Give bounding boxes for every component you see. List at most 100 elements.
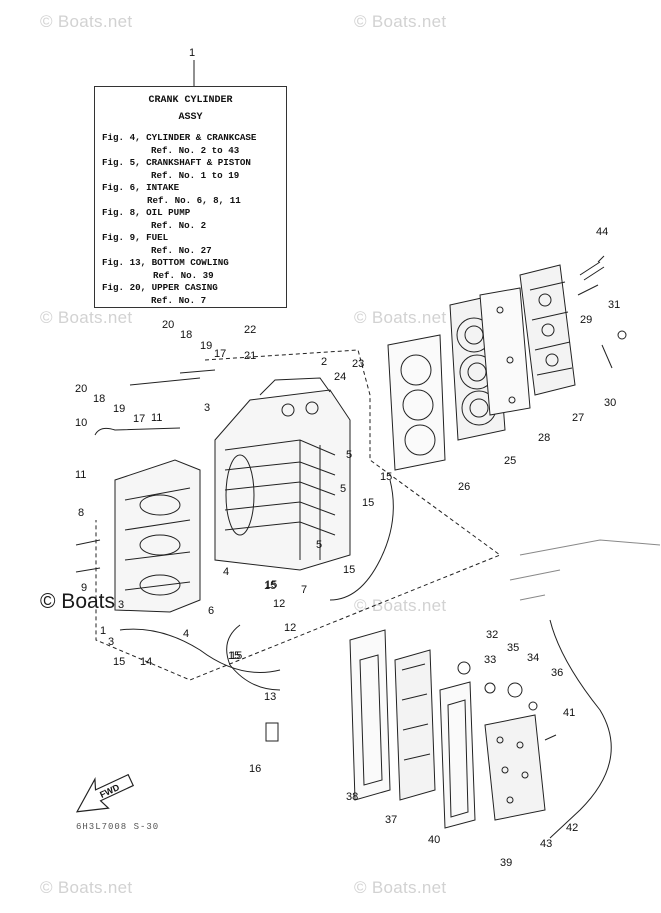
info-line: Ref. No. 2 <box>151 220 207 231</box>
callout-label: 4 <box>223 566 229 578</box>
callout-label: 43 <box>540 838 552 850</box>
exhaust-outer-cover <box>484 714 546 821</box>
cover-gasket <box>479 287 531 416</box>
info-title-line2: ASSY <box>178 112 203 123</box>
watermark: © Boats.net <box>354 596 447 615</box>
callout-label: 11 <box>151 412 162 424</box>
callout-label: 39 <box>500 857 512 869</box>
callout-label: 12 <box>284 622 296 634</box>
callout-label: 15 <box>362 497 374 509</box>
callout-label: 19 <box>113 403 125 415</box>
callout-label: 19 <box>200 340 212 352</box>
bolt <box>179 369 216 374</box>
hull-outline <box>509 539 661 601</box>
bolt <box>544 734 557 741</box>
hose <box>226 624 281 691</box>
callout-label: 42 <box>566 822 578 834</box>
crankcase-block <box>214 377 351 571</box>
callout-label: 36 <box>551 667 563 679</box>
head-cover <box>519 264 576 396</box>
watermark: © Boats.net <box>354 12 447 31</box>
info-title-line1: CRANK CYLINDER <box>148 95 233 106</box>
callout-label: 35 <box>507 642 519 654</box>
callout-label: 28 <box>538 432 550 444</box>
bushing-stack <box>265 722 279 742</box>
callout-label: 26 <box>458 481 470 493</box>
callout-label: 2 <box>321 356 327 368</box>
thermostat <box>507 682 523 698</box>
intake-cover <box>114 459 201 613</box>
callout-label: 44 <box>596 226 608 238</box>
callout-label: 38 <box>346 791 358 803</box>
spark-plug <box>579 255 605 281</box>
fwd-arrow: FWD <box>75 773 135 813</box>
hose <box>94 427 181 436</box>
callout-label: 6 <box>208 605 214 617</box>
drawing-code: 6H3L7008 S-30 <box>76 822 160 832</box>
callout-label: 17 <box>214 348 226 360</box>
callout-label: 31 <box>608 299 620 311</box>
assembly-outline <box>95 349 502 681</box>
bolt <box>129 377 201 386</box>
callout-label: 27 <box>572 412 584 424</box>
callout-label: 13 <box>264 691 276 703</box>
hose <box>329 479 394 601</box>
callout-label: 20 <box>75 383 87 395</box>
callout-label: 17 <box>133 413 145 425</box>
info-line: Ref. No. 27 <box>151 245 212 256</box>
head-gasket <box>387 334 446 471</box>
info-line: Fig. 6, INTAKE <box>102 182 180 193</box>
callout-label: 41 <box>563 707 575 719</box>
info-line: Ref. No. 39 <box>153 270 214 281</box>
hose <box>549 619 612 839</box>
watermark: © Boats.net <box>354 878 447 897</box>
callout-label: 15 <box>230 650 242 662</box>
callout-label: 37 <box>385 814 397 826</box>
watermark: © Boats.net <box>40 308 133 327</box>
watermark: © Boats.net <box>40 878 133 897</box>
exhaust-cover-inner <box>394 649 436 801</box>
callout-label: 33 <box>484 654 496 666</box>
callout-label: 30 <box>604 397 616 409</box>
washer <box>484 682 496 694</box>
callout-label: 8 <box>78 507 84 519</box>
callout-label: 15 <box>264 580 276 592</box>
callout-label: 15 <box>228 650 240 662</box>
callout-label: 25 <box>504 455 516 467</box>
callout-label: 11 <box>75 469 86 481</box>
info-line: Ref. No. 1 to 19 <box>151 170 240 181</box>
callout-label: 18 <box>93 393 105 405</box>
info-line: Ref. No. 7 <box>151 295 207 306</box>
callout-label: 21 <box>244 350 256 362</box>
callout-label: 5 <box>316 539 322 551</box>
callout-label: 18 <box>180 329 192 341</box>
callout-label: 1 <box>100 625 106 637</box>
callout-label: 22 <box>244 324 256 336</box>
callout-label: 40 <box>428 834 440 846</box>
callout-label: 7 <box>301 584 307 596</box>
callout-label: 12 <box>273 598 285 610</box>
callout-label: 32 <box>486 629 498 641</box>
bolt <box>75 539 101 546</box>
exhaust-gasket <box>349 629 391 801</box>
callout-label: 29 <box>580 314 592 326</box>
nut <box>617 330 627 340</box>
callout-label: 15 <box>113 656 125 668</box>
watermark: © Boats.net <box>40 12 133 31</box>
info-line: Ref. No. 6, 8, 11 <box>147 195 241 206</box>
watermark: © Boats.net <box>354 308 447 327</box>
hose <box>119 628 281 673</box>
callout-label: 16 <box>249 763 261 775</box>
info-line: Fig. 20, UPPER CASING <box>102 282 218 293</box>
info-line: Ref. No. 2 to 43 <box>151 145 240 156</box>
callout-label: 5 <box>346 449 352 461</box>
callout-label: 15 <box>265 579 277 591</box>
callout-label: 10 <box>75 417 87 429</box>
exhaust-gasket-outer <box>439 681 476 829</box>
info-line: Fig. 9, FUEL <box>102 232 169 243</box>
assembly-reference-box: CRANK CYLINDER ASSY Fig. 4, CYLINDER & C… <box>94 86 287 308</box>
callout-label: 15 <box>380 471 392 483</box>
